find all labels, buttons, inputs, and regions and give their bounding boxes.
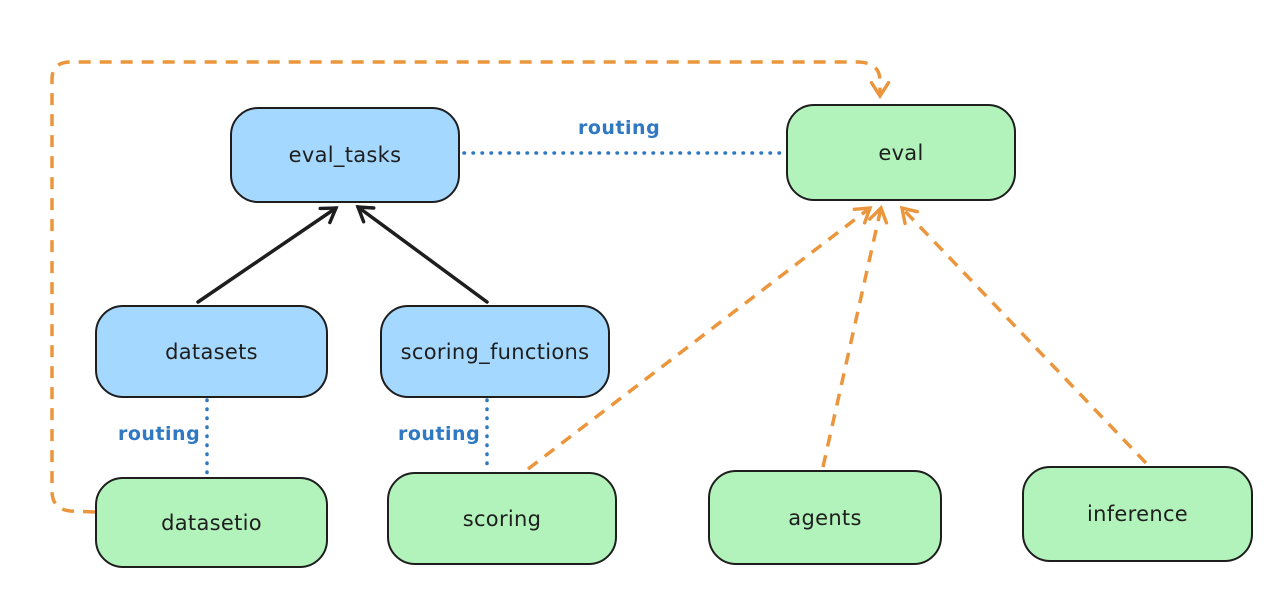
node-inference-label: inference	[1086, 502, 1189, 526]
node-eval-tasks-label: eval_tasks	[288, 143, 402, 167]
node-eval-tasks: eval_tasks	[230, 107, 460, 203]
edge-scoring-functions-to-eval-tasks	[355, 205, 489, 304]
edge-scoring-to-eval	[526, 206, 873, 471]
node-datasets: datasets	[95, 305, 328, 398]
edge-datasetio-to-eval	[50, 60, 891, 514]
node-datasetio-label: datasetio	[161, 510, 262, 535]
node-scoring: scoring	[387, 472, 617, 565]
edge-label-routing-scoring-functions-scoring: routing	[398, 423, 481, 445]
node-datasetio: datasetio	[95, 477, 328, 568]
node-datasets-label: datasets	[165, 339, 258, 364]
edge-label-routing-eval-tasks-eval: routing	[578, 117, 661, 139]
edge-label-routing-datasets-datasetio: routing	[118, 423, 201, 445]
edge-inference-to-eval	[899, 205, 1148, 465]
node-eval-label: eval	[878, 140, 924, 165]
node-scoring-functions: scoring_functions	[380, 305, 610, 398]
edge-agents-to-eval	[821, 204, 889, 468]
node-scoring-label: scoring	[462, 506, 542, 531]
node-agents-label: agents	[788, 505, 862, 530]
node-scoring-functions-label: scoring_functions	[400, 339, 590, 364]
node-agents: agents	[708, 470, 942, 565]
edge-datasets-to-eval-tasks	[196, 206, 339, 304]
node-inference: inference	[1022, 466, 1253, 562]
node-eval: eval	[786, 104, 1016, 201]
